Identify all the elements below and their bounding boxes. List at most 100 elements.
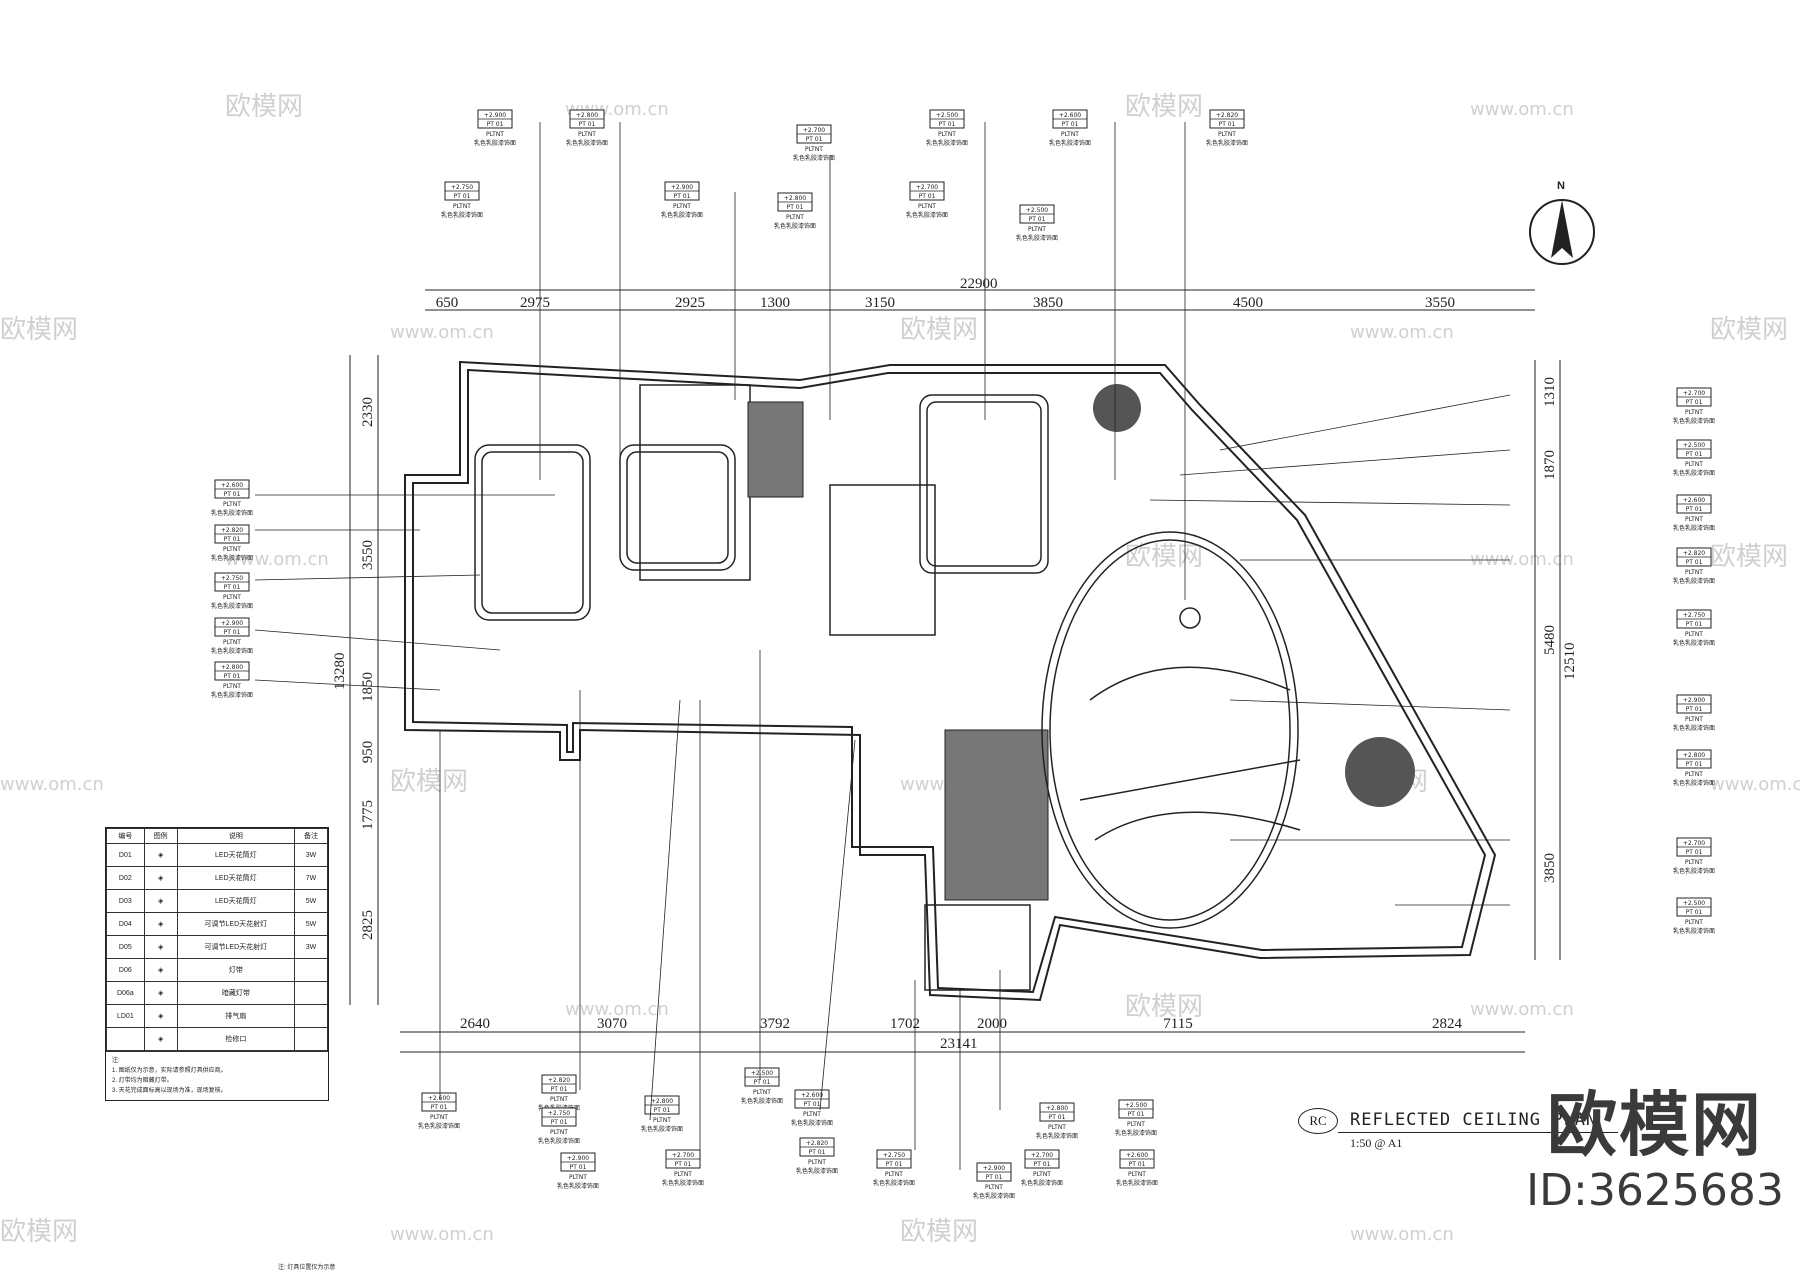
level-tag-material: PLTNT — [1218, 131, 1236, 138]
level-tag-material: PLTNT — [1685, 859, 1703, 866]
legend-symbol-icon: ◈ — [143, 958, 178, 982]
level-tag-material: PLTNT — [1061, 131, 1079, 138]
level-tag-material: PLTNT — [1685, 461, 1703, 468]
level-tag-material: PLTNT — [918, 203, 936, 210]
level-tag-note: 乳色乳胶漆饰面 — [1673, 469, 1715, 477]
legend-symbol-icon: ◈ — [143, 1004, 178, 1028]
level-tag-note: 乳色乳胶漆饰面 — [796, 1167, 838, 1175]
legend-code — [106, 1027, 145, 1051]
level-tag-height: +2.900 — [1683, 697, 1705, 704]
level-tag-code: PT 01 — [806, 136, 823, 143]
shaft-block-2 — [944, 729, 1049, 901]
watermark-text: 欧模网 — [900, 1217, 978, 1247]
level-tag-code: PT 01 — [551, 1119, 568, 1126]
brand-logo: 欧模网 — [1547, 1084, 1763, 1166]
level-tag-height: +2.900 — [567, 1155, 589, 1162]
legend-note — [294, 958, 328, 982]
level-tag-code: PT 01 — [939, 121, 956, 128]
level-tag-code: PT 01 — [224, 673, 241, 680]
legend-symbol-icon: ◈ — [143, 889, 178, 913]
level-tag-height: +2.750 — [1683, 612, 1705, 619]
level-tag-height: +2.700 — [1683, 390, 1705, 397]
level-tag-height: +2.900 — [221, 620, 243, 627]
level-tag-material: PLTNT — [938, 131, 956, 138]
level-tag-note: 乳色乳胶漆饰面 — [1673, 524, 1715, 532]
level-tag-code: PT 01 — [804, 1101, 821, 1108]
watermark-text: www.om.cn — [1710, 774, 1800, 795]
compass-north-label: N — [1557, 180, 1565, 192]
level-tag-note: 乳色乳胶漆饰面 — [1673, 779, 1715, 787]
level-tag-material: PLTNT — [1685, 716, 1703, 723]
top-dimension-value: 4500 — [1233, 295, 1263, 311]
level-tag-material: PLTNT — [1028, 226, 1046, 233]
top-dimension-value: 3150 — [865, 295, 895, 311]
level-tag-code: PT 01 — [487, 121, 504, 128]
level-tag-height: +2.500 — [1125, 1102, 1147, 1109]
level-tag-note: 乳色乳胶漆饰面 — [474, 139, 516, 147]
bottom-dimension-chain — [400, 1031, 1525, 1053]
ceiling-medallion — [1179, 607, 1201, 629]
level-tag-material: PLTNT — [453, 203, 471, 210]
level-tag-height: +2.600 — [221, 482, 243, 489]
level-tag-code: PT 01 — [1128, 1111, 1145, 1118]
level-tag-code: PT 01 — [654, 1107, 671, 1114]
shaft-block-1 — [747, 401, 804, 498]
legend-note: 7W — [294, 866, 328, 890]
column-round-2 — [1345, 737, 1415, 807]
level-tag-note: 乳色乳胶漆饰面 — [774, 222, 816, 230]
level-tag-material: PLTNT — [674, 1171, 692, 1178]
right-dimension-chain — [1534, 360, 1561, 960]
level-tag-code: PT 01 — [986, 1174, 1003, 1181]
level-tag-note: 乳色乳胶漆饰面 — [1673, 577, 1715, 585]
bottom-dimension-value: 2824 — [1432, 1016, 1463, 1032]
left-dimension-value: 2330 — [360, 397, 376, 427]
level-tag-code: PT 01 — [1219, 121, 1236, 128]
level-tag-height: +2.700 — [916, 184, 938, 191]
level-tag-height: +2.600 — [428, 1095, 450, 1102]
right-dimension-value: 5480 — [1542, 625, 1558, 655]
level-tag-note: 乳色乳胶漆饰面 — [1049, 139, 1091, 147]
legend-row: D06a◈暗藏灯带 — [106, 981, 328, 1005]
legend-symbol-icon: ◈ — [143, 843, 178, 867]
level-tag-height: +2.800 — [1046, 1105, 1068, 1112]
legend-description: LED天花筒灯 — [176, 889, 296, 913]
leader-lines — [254, 122, 1511, 1170]
left-dimension-chain — [349, 355, 379, 1005]
legend-note-line: 注: — [112, 1058, 120, 1064]
left-dimension-value: 3550 — [360, 540, 376, 570]
top-dimension-value: 3550 — [1425, 295, 1455, 311]
bottom-dimension-value: 7115 — [1163, 1016, 1192, 1032]
level-tag-height: +2.750 — [221, 575, 243, 582]
level-tag-height: +2.600 — [1059, 112, 1081, 119]
legend-row: D06◈灯带 — [106, 958, 328, 982]
level-tag-note: 乳色乳胶漆饰面 — [211, 647, 253, 655]
legend-code: D05 — [106, 935, 145, 959]
level-tag-material: PLTNT — [985, 1184, 1003, 1191]
level-tag-code: PT 01 — [674, 193, 691, 200]
legend-symbol-icon: ◈ — [143, 866, 178, 890]
level-tag-height: +2.820 — [221, 527, 243, 534]
level-tag-note: 乳色乳胶漆饰面 — [662, 1179, 704, 1187]
ceiling-zone-bedroom-1 — [474, 444, 591, 621]
